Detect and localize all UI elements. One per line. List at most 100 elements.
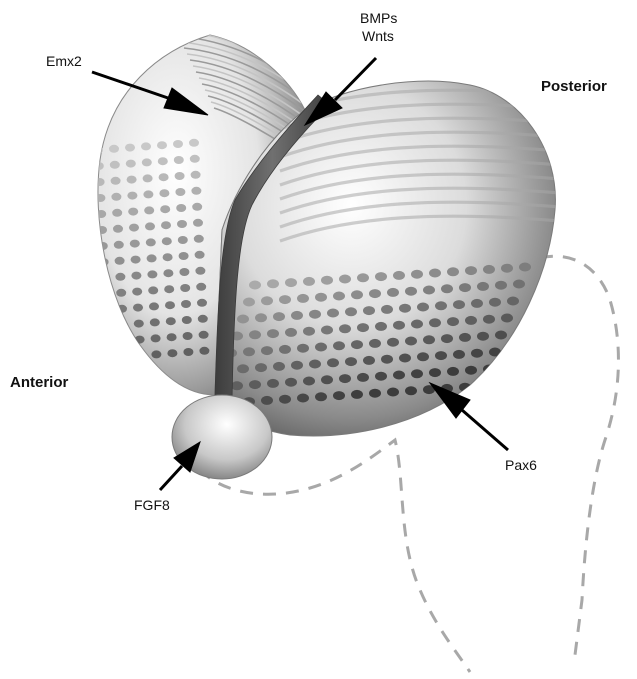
texture-dot [134, 320, 144, 328]
texture-dot [303, 377, 315, 386]
texture-dot [116, 289, 126, 297]
texture-dot [183, 348, 193, 356]
texture-dot [297, 344, 309, 353]
texture-dot [181, 300, 191, 308]
texture-dot [249, 281, 261, 290]
texture-dot [110, 161, 120, 169]
fgf8-arrow [160, 466, 182, 490]
texture-dot [405, 337, 417, 346]
texture-dot [273, 312, 285, 321]
texture-dot [321, 326, 333, 335]
dashed-outline [540, 256, 618, 655]
texture-dot [351, 390, 363, 399]
texture-dot [303, 327, 315, 336]
texture-dot [141, 142, 151, 150]
texture-dot [237, 364, 249, 373]
texture-dot [387, 338, 399, 347]
texture-dot [297, 394, 309, 403]
texture-dot [315, 343, 327, 352]
texture-dot [119, 353, 129, 361]
texture-dot [167, 333, 177, 341]
texture-dot [423, 335, 435, 344]
texture-dot [151, 350, 161, 358]
texture-dot [267, 279, 279, 288]
texture-dot [381, 305, 393, 314]
texture-dot [429, 318, 441, 327]
texture-dot [126, 160, 136, 168]
texture-dot [102, 322, 112, 330]
texture-dot [151, 334, 161, 342]
texture-dot [315, 392, 327, 401]
texture-dot [133, 304, 143, 312]
texture-dot [411, 320, 423, 329]
texture-dot [249, 380, 261, 389]
texture-dot [333, 292, 345, 301]
texture-dot [127, 176, 137, 184]
texture-dot [161, 221, 171, 229]
texture-dot [243, 298, 255, 307]
texture-dot [417, 303, 429, 312]
texture-dot [405, 287, 417, 296]
texture-dot [375, 372, 387, 381]
texture-dot [125, 144, 135, 152]
texture-dot [175, 172, 185, 180]
texture-dot [471, 349, 483, 358]
texture-dot [297, 294, 309, 303]
texture-dot [95, 178, 105, 186]
texture-dot [501, 264, 513, 273]
texture-dot [197, 299, 207, 307]
texture-dot [231, 381, 243, 390]
texture-dot [165, 301, 175, 309]
texture-dot [112, 209, 122, 217]
texture-dot [495, 331, 507, 340]
texture-dot [97, 226, 107, 234]
texture-dot [339, 324, 351, 333]
wnts-label: Wnts [362, 28, 394, 45]
texture-dot [405, 386, 417, 395]
texture-dot [363, 306, 375, 315]
texture-dot [131, 272, 141, 280]
texture-dot [309, 360, 321, 369]
texture-dot [111, 177, 121, 185]
texture-dot [351, 290, 363, 299]
texture-dot [195, 267, 205, 275]
texture-dot [327, 358, 339, 367]
texture-dot [173, 140, 183, 148]
texture-dot [285, 378, 297, 387]
texture-dot [435, 351, 447, 360]
texture-dot [441, 334, 453, 343]
texture-dot [381, 355, 393, 364]
texture-dot [411, 369, 423, 378]
texture-dot [393, 321, 405, 330]
texture-dot [132, 288, 142, 296]
texture-dot [333, 391, 345, 400]
texture-dot [183, 332, 193, 340]
texture-dot [393, 271, 405, 280]
texture-dot [369, 289, 381, 298]
texture-dot [309, 310, 321, 319]
texture-dot [255, 363, 267, 372]
texture-dot [369, 339, 381, 348]
texture-dot [375, 322, 387, 331]
texture-dot [267, 329, 279, 338]
texture-dot [447, 367, 459, 376]
texture-dot [128, 208, 138, 216]
texture-dot [95, 194, 105, 202]
texture-dot [117, 305, 127, 313]
texture-dot [159, 189, 169, 197]
texture-dot [159, 173, 169, 181]
texture-dot [513, 280, 525, 289]
texture-dot [237, 315, 249, 324]
texture-dot [459, 283, 471, 292]
texture-dot [261, 396, 273, 405]
texture-dot [471, 299, 483, 308]
texture-dot [357, 273, 369, 282]
texture-dot [174, 156, 184, 164]
texture-dot [291, 361, 303, 370]
texture-dot [179, 268, 189, 276]
texture-dot [115, 257, 125, 265]
texture-dot [285, 278, 297, 287]
texture-dot [142, 158, 152, 166]
texture-dot [333, 341, 345, 350]
texture-dot [131, 256, 141, 264]
